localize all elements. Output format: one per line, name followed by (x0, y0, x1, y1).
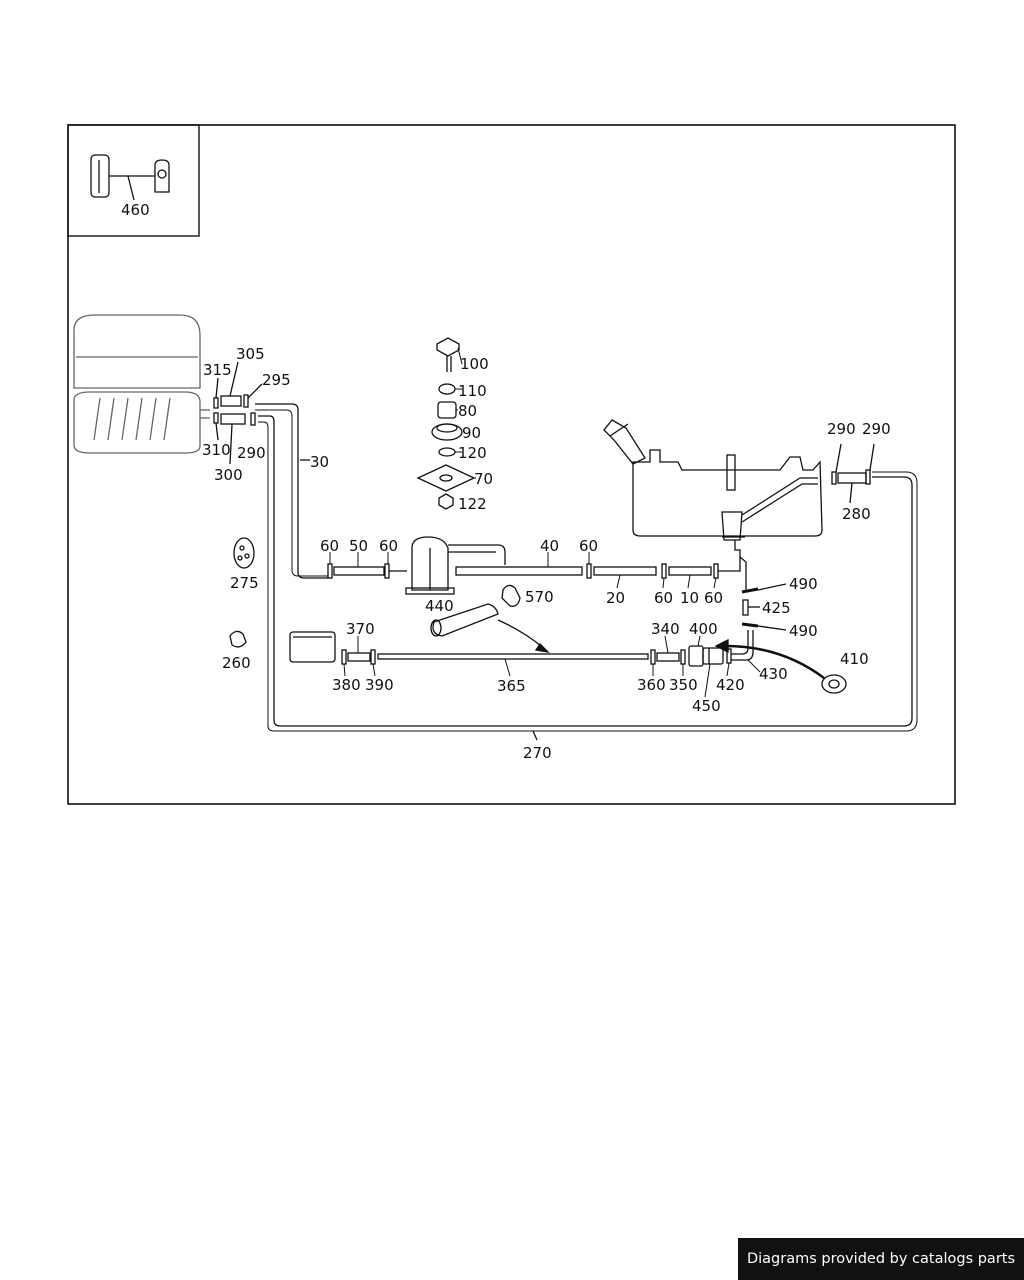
callout-310: 310 (202, 441, 231, 459)
part-460-clip (90, 154, 170, 201)
callout-40: 40 (540, 537, 559, 555)
callout-60-c: 60 (579, 537, 598, 555)
hose-280 (837, 472, 867, 484)
callout-300: 300 (214, 466, 243, 484)
callout-430: 430 (759, 665, 788, 683)
clamp-60-c (586, 563, 592, 579)
clamp-295-290 (243, 383, 263, 426)
clamp-60-a (327, 563, 333, 579)
callout-425: 425 (762, 599, 791, 617)
callout-450: 450 (692, 697, 721, 715)
callout-290-b: 290 (827, 420, 856, 438)
callout-420: 420 (716, 676, 745, 694)
callout-20: 20 (606, 589, 625, 607)
callout-70: 70 (474, 470, 493, 488)
callout-365: 365 (497, 677, 526, 695)
callout-110: 110 (458, 382, 487, 400)
clamp-390 (370, 649, 376, 665)
callout-410: 410 (840, 650, 869, 668)
hose-20 (593, 566, 657, 576)
callout-50: 50 (349, 537, 368, 555)
callout-100: 100 (460, 355, 489, 373)
hose-440 (432, 603, 499, 637)
callout-570: 570 (525, 588, 554, 606)
hose-305-300 (220, 361, 246, 465)
clamp-380 (341, 649, 347, 665)
part-260-clip (229, 630, 247, 648)
callout-90: 90 (462, 424, 481, 442)
fuel-line-30 (255, 403, 328, 579)
callout-labels: 460 315 305 295 310 300 290 30 100 110 8… (121, 201, 891, 762)
callout-400: 400 (689, 620, 718, 638)
callout-30: 30 (310, 453, 329, 471)
clamp-290-c (865, 469, 871, 485)
callout-290-c: 290 (862, 420, 891, 438)
engine-block (73, 314, 210, 454)
callout-460: 460 (121, 201, 150, 219)
hose-50 (333, 566, 385, 576)
callout-60-b: 60 (379, 537, 398, 555)
clamp-60-b (384, 563, 390, 579)
callout-490-b: 490 (789, 622, 818, 640)
hose-340 (656, 652, 680, 662)
callout-370: 370 (346, 620, 375, 638)
clamp-360 (650, 649, 656, 665)
leader-lines (329, 347, 761, 698)
callout-10: 10 (680, 589, 699, 607)
clamp-350 (680, 649, 686, 665)
callout-60-a: 60 (320, 537, 339, 555)
part-410-grommet (821, 674, 847, 694)
callout-120: 120 (458, 444, 487, 462)
callout-440: 440 (425, 597, 454, 615)
callout-80: 80 (458, 402, 477, 420)
callout-122: 122 (458, 495, 487, 513)
callout-280: 280 (842, 505, 871, 523)
callout-270: 270 (523, 744, 552, 762)
callout-340: 340 (651, 620, 680, 638)
callout-315: 315 (203, 361, 232, 379)
callout-290-a: 290 (237, 444, 266, 462)
callout-275: 275 (230, 574, 259, 592)
sender-unit-box (289, 631, 336, 663)
clamp-60-e (713, 563, 719, 579)
fuel-pump-400 (688, 645, 724, 667)
fuel-line-270 (258, 415, 913, 727)
credit-banner: Diagrams provided by catalogs parts (738, 1238, 1024, 1280)
hose-365 (377, 653, 649, 660)
clamp-60-d (661, 563, 667, 579)
callout-305: 305 (236, 345, 265, 363)
callout-60-d: 60 (654, 589, 673, 607)
callout-350: 350 (669, 676, 698, 694)
diagram-frame (67, 124, 956, 805)
hose-10 (668, 566, 712, 576)
part-275-grommet (233, 537, 255, 569)
hose-40 (455, 566, 583, 576)
pipe-425 (742, 599, 749, 616)
detail-inset-box (67, 124, 200, 237)
fuel-tank (603, 419, 823, 541)
callout-360: 360 (637, 676, 666, 694)
callout-490-a: 490 (789, 575, 818, 593)
clamp-570 (501, 584, 521, 607)
callout-260: 260 (222, 654, 251, 672)
callout-390: 390 (365, 676, 394, 694)
hose-370 (347, 652, 371, 662)
clamp-290-b (831, 471, 837, 485)
fuel-filter-housing (405, 536, 506, 595)
callout-60-e: 60 (704, 589, 723, 607)
callout-380: 380 (332, 676, 361, 694)
callout-295: 295 (262, 371, 291, 389)
fitting-315-310 (213, 377, 219, 441)
